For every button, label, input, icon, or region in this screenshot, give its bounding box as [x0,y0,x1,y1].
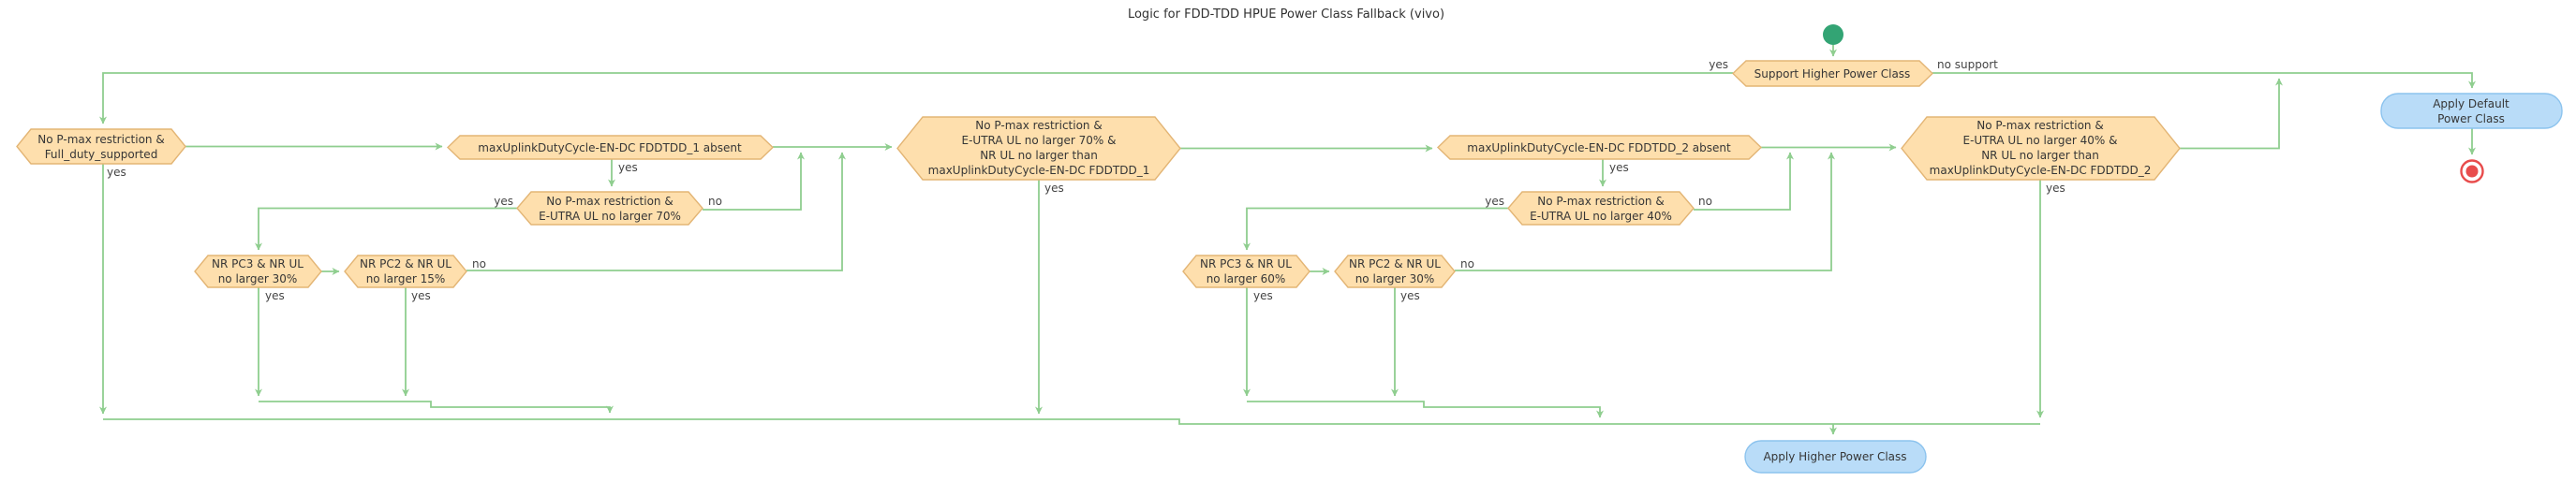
decision-nr-pc2-15 [344,255,467,288]
edge-eutra40-no-merge [1694,152,1794,211]
decision-nr-pc2-30 [1334,255,1456,288]
diagram-title: Logic for FDD-TDD HPUE Power Class Fallb… [1127,7,1445,22]
edge-support-yes [99,72,1733,124]
edge-eutra70-yes [255,207,517,251]
edge-eutra70-no-merge [703,152,805,211]
edge-eutra40-yes [1243,207,1508,251]
stop-node-core [2465,165,2479,178]
start-node [1823,24,1843,45]
decision-big-fddtdd2-check [1901,116,2181,181]
action-apply-default-power-class [2380,93,2563,129]
edge-support-no-support [1932,72,2476,89]
action-apply-higher-power-class [1744,440,1927,474]
decision-eutra-ul-40 [1507,191,1695,226]
edge-pc2-30-no-merge [1455,152,1835,271]
decision-nr-pc3-30 [194,255,322,288]
edge-merge-bus-right [1247,401,1604,418]
decision-fddtdd1-absent [446,135,775,160]
decision-full-duty-supported [16,128,186,165]
edge-bighex2-no-merge [2180,78,2283,150]
edge-main-bus [103,418,2040,425]
decision-support-higher-power-class [1731,60,1934,87]
edge-pc2-15-no-merge [466,152,846,271]
edge-merge-bus-left [259,401,614,414]
decision-eutra-ul-70 [516,191,703,226]
decision-nr-pc3-60 [1182,255,1310,288]
decision-fddtdd2-absent [1436,135,1763,160]
decision-big-fddtdd1-check [896,116,1181,181]
